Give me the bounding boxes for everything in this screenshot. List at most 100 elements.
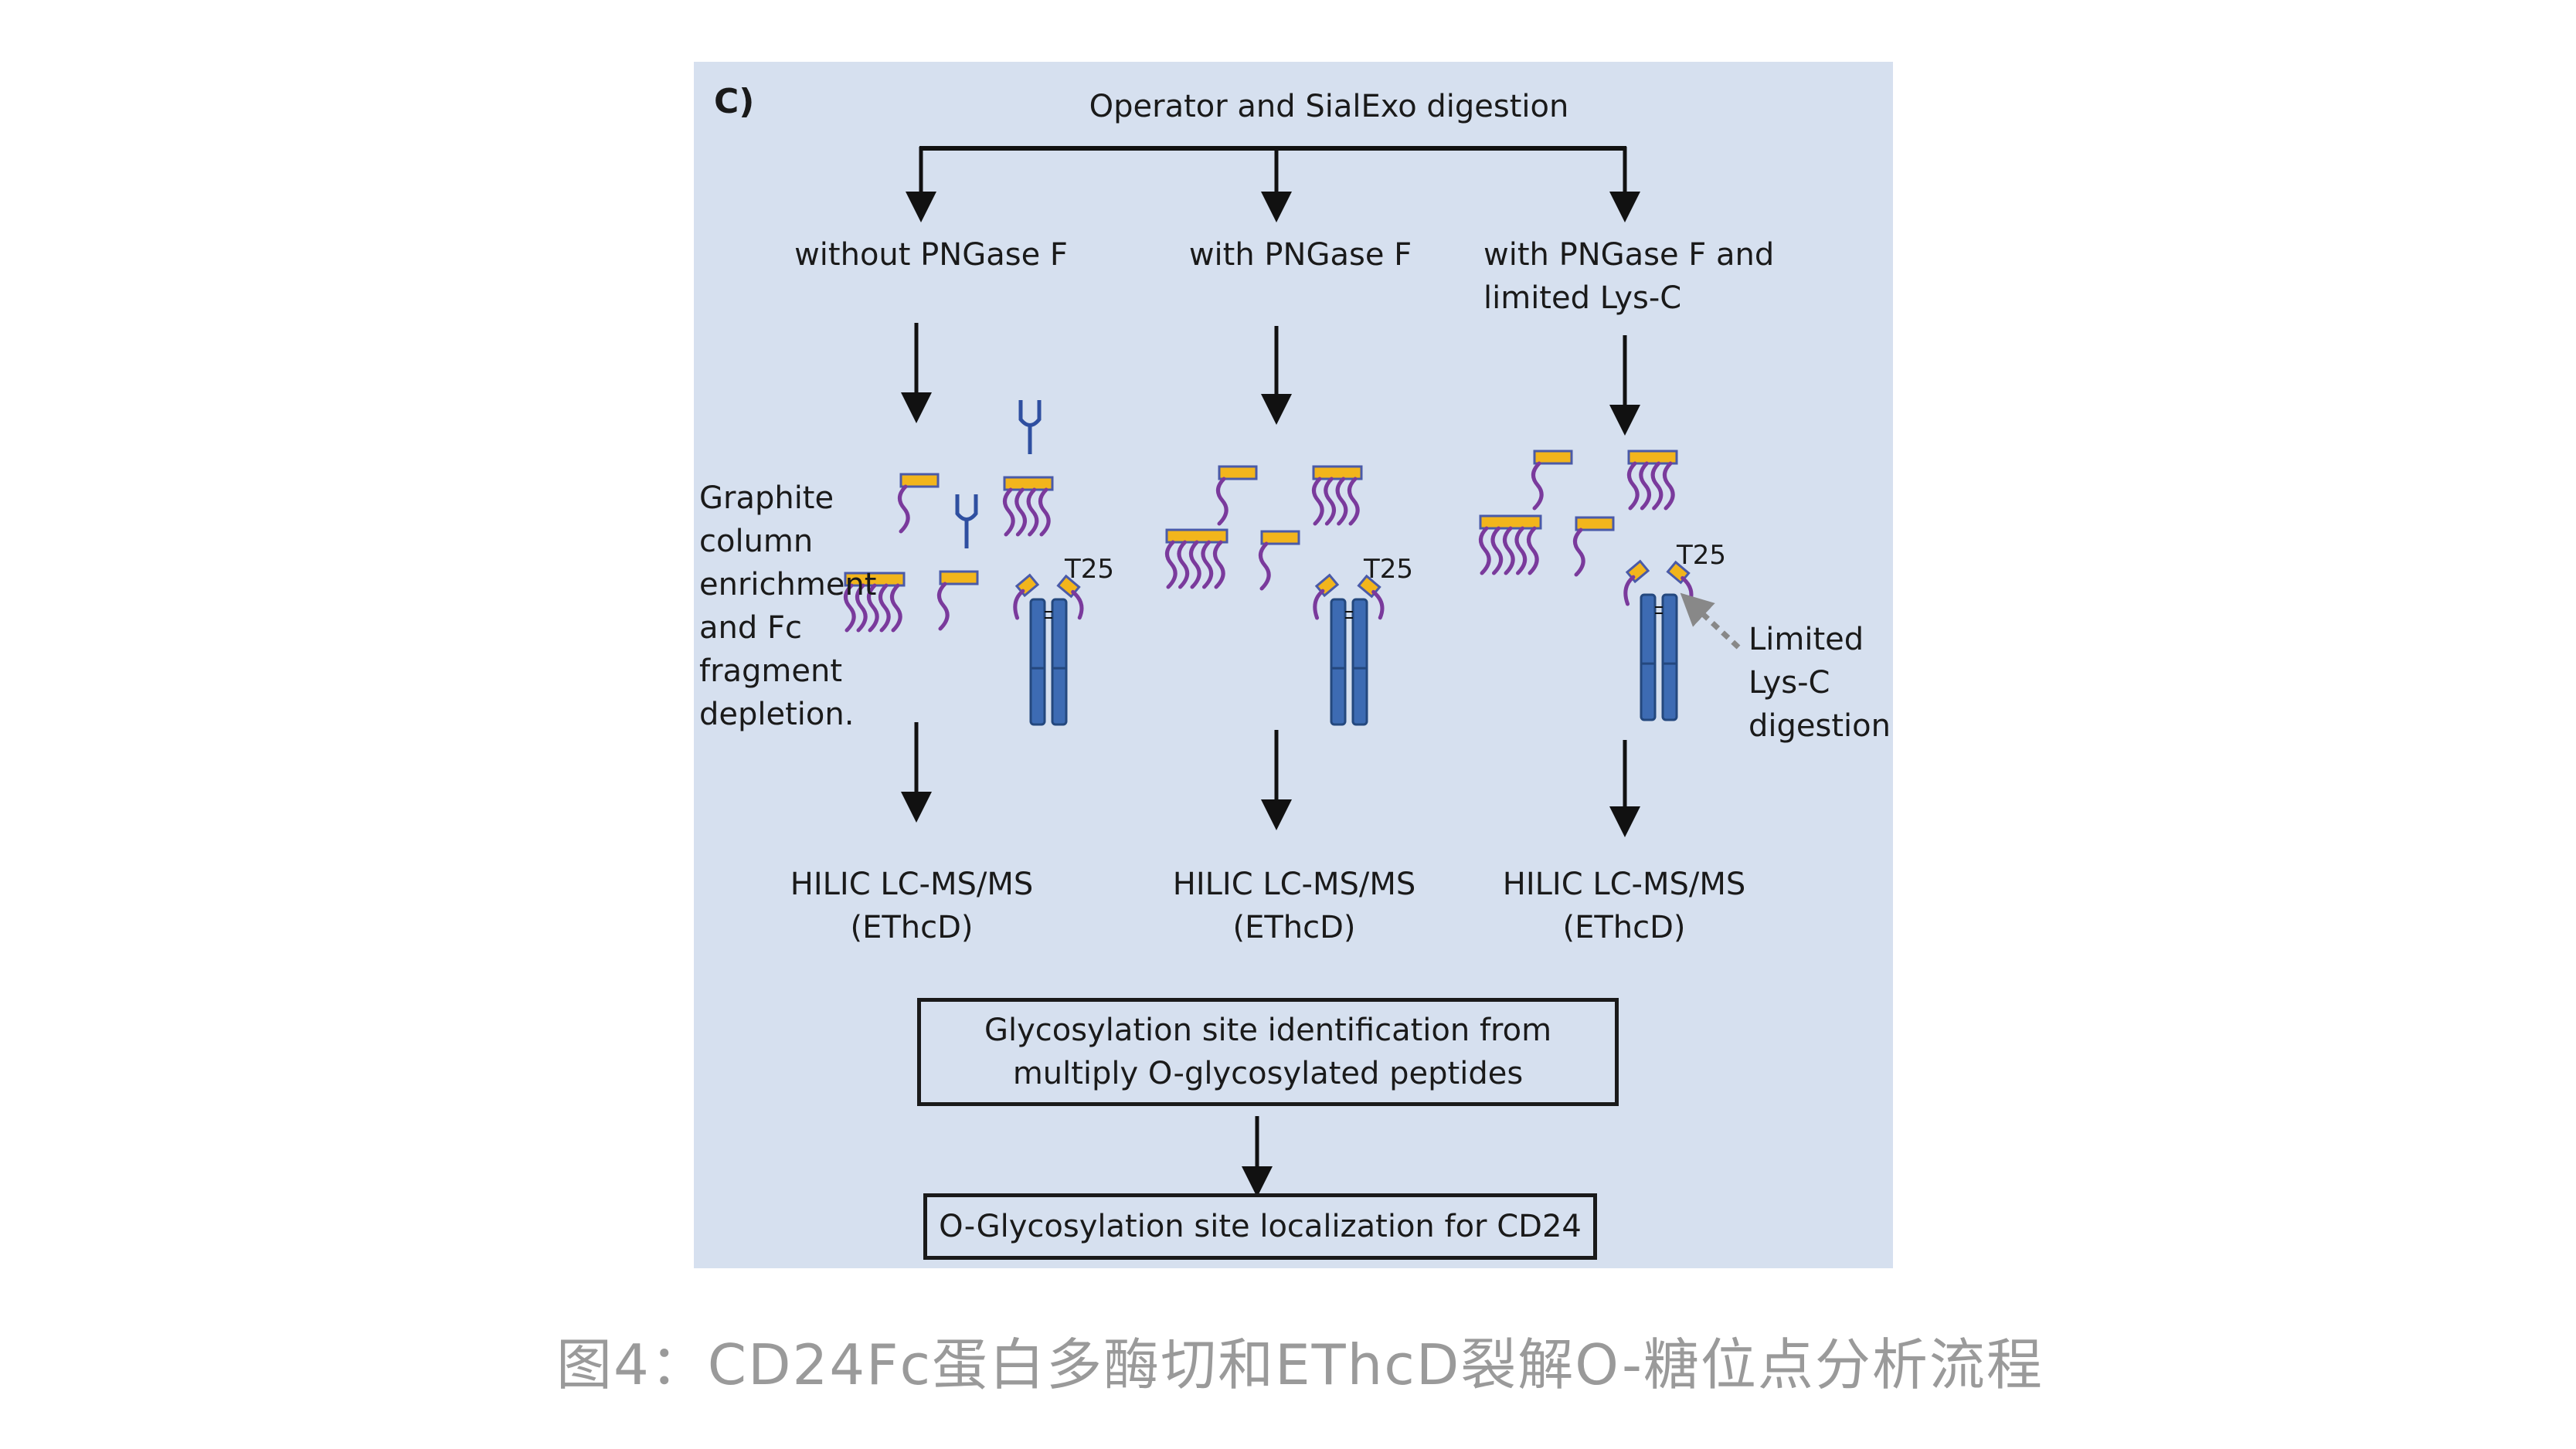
peptide-with-o-glycans-icon bbox=[898, 473, 940, 534]
localization-box: O-Glycosylation site localization for CD… bbox=[923, 1193, 1597, 1260]
o-glycan-chain bbox=[1639, 461, 1651, 511]
peptide-with-o-glycans-icon bbox=[937, 570, 979, 631]
site-label-3: T25 bbox=[1677, 540, 1727, 571]
n-glycan-fork-icon bbox=[1018, 400, 1042, 454]
hinge-o-glycan bbox=[1623, 575, 1636, 606]
o-glycan-chain bbox=[1259, 541, 1271, 591]
o-glycan-chain bbox=[1189, 540, 1201, 589]
site-label-2: T25 bbox=[1364, 554, 1414, 585]
left-note-line4: and Fc bbox=[699, 610, 802, 646]
hinge-o-glycan bbox=[1013, 589, 1025, 620]
figure-caption: 图4：CD24Fc蛋白多酶切和EThcD裂解O-糖位点分析流程 bbox=[556, 1332, 2044, 1397]
peptide-with-o-glycans-icon bbox=[844, 572, 906, 633]
left-note-line5: fragment bbox=[699, 653, 843, 689]
o-glycan-chain bbox=[1026, 487, 1039, 537]
fc-chain-left bbox=[1640, 593, 1657, 721]
left-note-line3: enrichment bbox=[699, 567, 877, 602]
peptide-with-o-glycans-icon bbox=[1479, 514, 1542, 575]
left-note-line2: column bbox=[699, 524, 814, 559]
branch-3-condition-line2: limited Lys-C bbox=[1483, 280, 1682, 316]
hinge-o-glycan bbox=[1313, 589, 1325, 620]
n-glycan-fork bbox=[955, 494, 978, 521]
o-glycan-chain bbox=[1573, 528, 1585, 577]
o-glycan-chain bbox=[1213, 540, 1225, 589]
o-glycan-chain bbox=[1324, 477, 1336, 526]
o-glycan-chain bbox=[1503, 526, 1515, 575]
branch-1-condition: without PNGase F bbox=[794, 237, 1068, 273]
branch-2-method: HILIC LC-MS/MS bbox=[1172, 867, 1416, 902]
branch-3-condition-line1: with PNGase F and bbox=[1483, 237, 1775, 273]
o-glycan-chain bbox=[1003, 487, 1015, 537]
top-title: Operator and SialExo digestion bbox=[1089, 89, 1569, 124]
o-glycan-chain bbox=[1216, 477, 1229, 526]
o-glycan-chain bbox=[878, 583, 891, 633]
o-glycan-chain bbox=[1177, 540, 1190, 589]
branch-3-method: HILIC LC-MS/MS bbox=[1502, 867, 1746, 902]
panel-label: C) bbox=[714, 82, 755, 121]
branch-3-method-sub: (EThcD) bbox=[1562, 910, 1686, 945]
peptide-with-o-glycans-icon bbox=[1165, 528, 1229, 589]
site-label-1: T25 bbox=[1065, 554, 1115, 585]
o-glycan-chain bbox=[1627, 461, 1640, 511]
peptide-bar bbox=[1312, 465, 1363, 480]
o-glycan-chain bbox=[1514, 526, 1528, 575]
n-glycan-fork-icon bbox=[955, 494, 978, 548]
fc-antibody-icon bbox=[1640, 593, 1678, 721]
o-glycan-chain bbox=[937, 582, 950, 631]
o-glycan-chain bbox=[890, 583, 902, 633]
right-note-line2: Lys-C bbox=[1748, 665, 1830, 701]
peptide-bar bbox=[939, 570, 979, 585]
right-note-line1: Limited bbox=[1748, 622, 1864, 657]
peptide-with-o-glycans-icon bbox=[1573, 516, 1615, 577]
hinge-peptide-icon bbox=[1313, 573, 1340, 620]
dashed-cleavage-arrow-icon bbox=[1680, 592, 1741, 650]
peptide-bar bbox=[1260, 530, 1300, 545]
peptide-bar bbox=[1218, 465, 1258, 480]
o-glycan-chain bbox=[1527, 526, 1539, 575]
o-glycan-chain bbox=[1014, 487, 1027, 537]
fc-antibody-icon bbox=[1330, 598, 1368, 726]
peptide-with-o-glycans-icon bbox=[1216, 465, 1258, 526]
fc-chain-right bbox=[1351, 598, 1368, 726]
hinge-o-glycan bbox=[1071, 589, 1084, 620]
o-glycan-chain bbox=[1479, 526, 1491, 575]
left-note-line1: Graphite bbox=[699, 480, 834, 516]
branch-2-condition: with PNGase F bbox=[1188, 237, 1412, 273]
fc-chain-right bbox=[1051, 598, 1068, 726]
peptide-bar bbox=[899, 473, 940, 488]
peptide-with-o-glycans-icon bbox=[1259, 530, 1300, 591]
peptide-with-o-glycans-icon bbox=[1312, 465, 1363, 526]
localization-box-text: O-Glycosylation site localization for CD… bbox=[939, 1209, 1582, 1244]
o-glycan-chain bbox=[1490, 526, 1504, 575]
o-glycan-chain bbox=[1650, 461, 1664, 511]
peptide-bar bbox=[1003, 476, 1054, 491]
hinge-o-glycan bbox=[1371, 589, 1385, 620]
fc-chain-right bbox=[1661, 593, 1678, 721]
hinge-peptide-icon bbox=[1013, 573, 1040, 620]
o-glycan-chain bbox=[1165, 540, 1178, 589]
hinge-peptide-icon bbox=[1623, 559, 1650, 606]
fc-chain-left bbox=[1029, 598, 1046, 726]
peptide-bar bbox=[1533, 450, 1573, 465]
o-glycan-chain bbox=[844, 583, 856, 633]
o-glycan-chain bbox=[1038, 487, 1051, 537]
o-glycan-chain bbox=[1663, 461, 1675, 511]
o-glycan-chain bbox=[1201, 540, 1214, 589]
peptide-bar bbox=[1575, 516, 1615, 531]
peptide-with-o-glycans-icon bbox=[1627, 450, 1678, 511]
peptide-with-o-glycans-icon bbox=[1531, 450, 1573, 511]
molecule-illustrations bbox=[844, 400, 1741, 726]
branch-2-method-sub: (EThcD) bbox=[1232, 910, 1356, 945]
peptide-with-o-glycans-icon bbox=[1003, 476, 1054, 537]
o-glycan-chain bbox=[867, 583, 879, 633]
o-glycan-chain bbox=[1335, 477, 1348, 526]
identification-box: Glycosylation site identification from m… bbox=[917, 998, 1619, 1106]
o-glycan-chain bbox=[1347, 477, 1360, 526]
hinge-peptide-icon bbox=[1056, 574, 1084, 620]
left-note-line6: depletion. bbox=[699, 697, 855, 732]
fc-chain-left bbox=[1330, 598, 1347, 726]
hinge-peptide-icon bbox=[1357, 574, 1385, 620]
branch-1-method: HILIC LC-MS/MS bbox=[790, 867, 1034, 902]
right-note-line3: digestion bbox=[1748, 708, 1891, 744]
